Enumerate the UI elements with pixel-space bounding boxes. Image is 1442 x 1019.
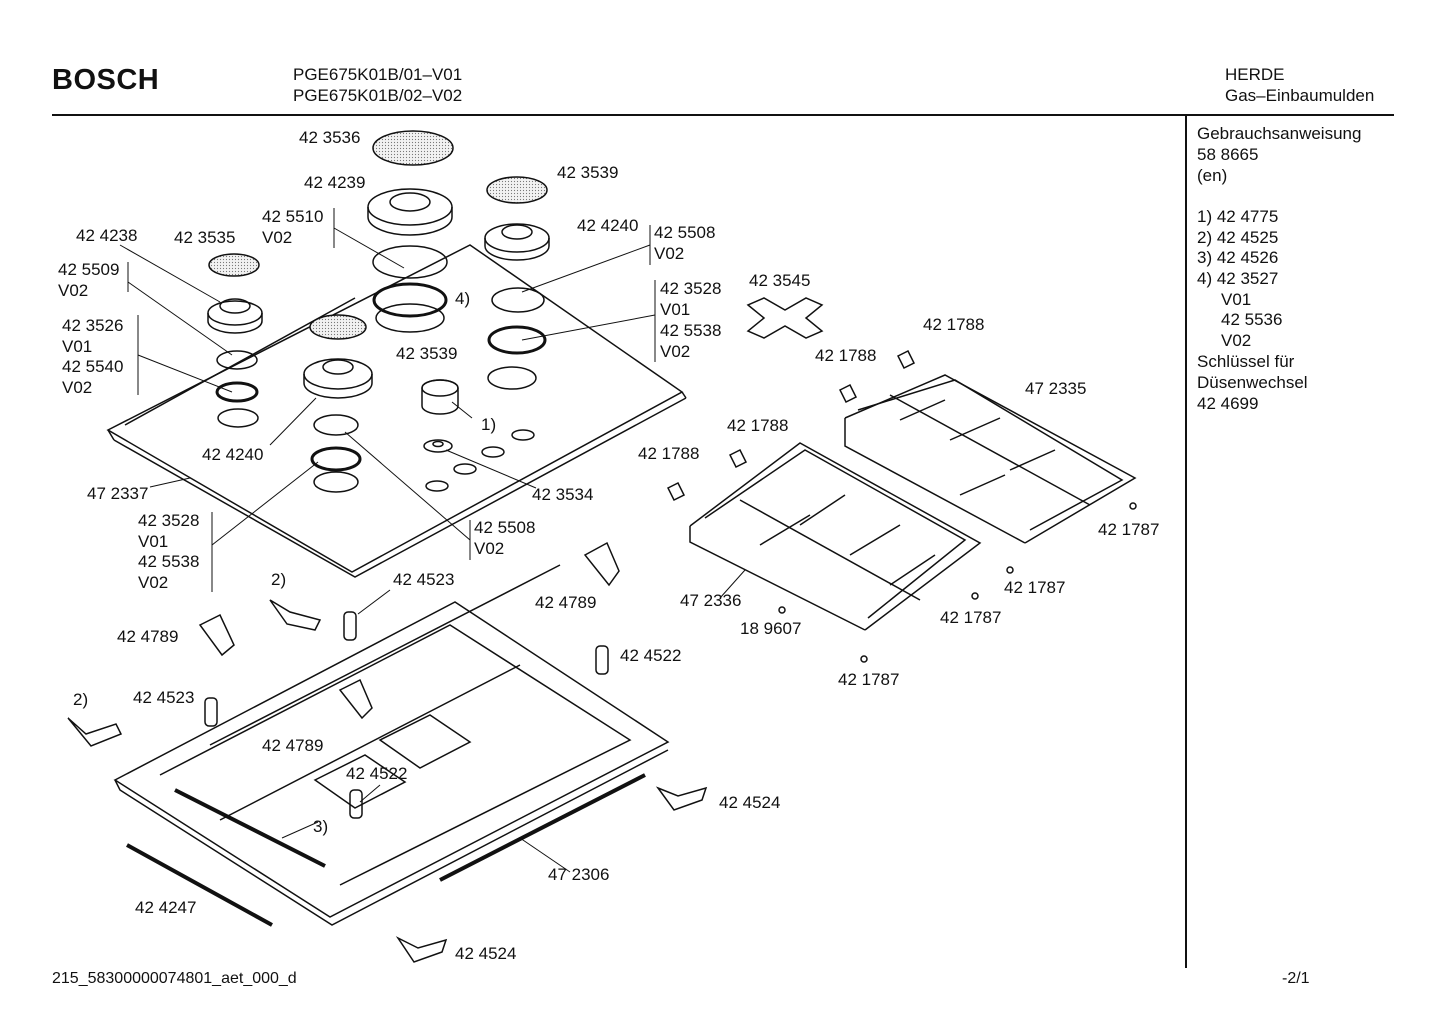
callout-label: 42 1787: [1098, 520, 1159, 539]
callout-label: 42 4240: [202, 445, 263, 464]
callout-label: 42 3545: [749, 271, 810, 290]
note-3: 3) 42 4526: [1197, 248, 1279, 267]
note-4-variant-2: V02: [1221, 331, 1252, 350]
model-number-2: PGE675K01B/02–V02: [293, 86, 463, 105]
callout-label: 42 4523: [393, 570, 454, 589]
callout-label: 42 4524: [455, 944, 516, 963]
note-2: 2) 42 4525: [1197, 228, 1279, 247]
callout-label: 42 4523: [133, 688, 194, 707]
burner-small: [207, 298, 263, 334]
note-4-part-2: 42 5536: [1221, 310, 1283, 329]
callout-label: 42 1788: [815, 346, 876, 365]
callout-label: 2): [73, 690, 88, 709]
callout-label: 42 3536: [299, 128, 360, 147]
key-part-number: 42 4699: [1197, 394, 1259, 413]
callout-label: 42 5538: [660, 321, 721, 340]
callout-label: 42 5540: [62, 357, 123, 376]
callout-label: 42 3534: [532, 485, 593, 504]
callout-label: V02: [654, 244, 684, 263]
callout-label: V02: [62, 378, 92, 397]
side-panel-divider: [1185, 116, 1187, 968]
note-4: 4) 42 3527: [1197, 269, 1279, 288]
brand-logo: BOSCH: [52, 64, 160, 96]
callout-label: 42 3528: [660, 279, 721, 298]
category-subtitle: Gas–Einbaumulden: [1225, 86, 1375, 105]
callout-label: V02: [474, 539, 504, 558]
callout-label: 42 5509: [58, 260, 119, 279]
callout-label: 42 4247: [135, 898, 196, 917]
burner-large: [367, 188, 453, 236]
callout-label: V02: [660, 342, 690, 361]
note-1: 1) 42 4775: [1197, 207, 1279, 226]
callout-label: 42 5538: [138, 552, 199, 571]
model-number-1: PGE675K01B/01–V01: [293, 65, 463, 84]
callout-label: 42 3539: [396, 344, 457, 363]
pan-support-right: [844, 374, 1137, 544]
callout-label: 42 1788: [923, 315, 984, 334]
callout-label: 3): [313, 817, 328, 836]
page-number: -2/1: [1282, 970, 1310, 987]
callout-label: 1): [481, 415, 496, 434]
callout-label: 42 4789: [535, 593, 596, 612]
callout-label: 47 2335: [1025, 379, 1086, 398]
callout-label: 42 5508: [474, 518, 535, 537]
note-4-variant-1: V01: [1221, 290, 1252, 309]
callout-label: V02: [262, 228, 292, 247]
manual-number: 58 8665: [1197, 145, 1259, 164]
callout-label: 42 1788: [638, 444, 699, 463]
manual-language: (en): [1197, 166, 1228, 185]
header-divider: [52, 114, 1394, 116]
key-label: Schlüssel für: [1197, 352, 1295, 371]
callout-label: 42 4789: [117, 627, 178, 646]
key-label-2: Düsenwechsel: [1197, 373, 1308, 392]
burner-medium-right: [484, 223, 550, 261]
callout-label: 42 1787: [940, 608, 1001, 627]
callout-label: 42 4239: [304, 173, 365, 192]
callout-label: 42 3539: [557, 163, 618, 182]
callout-label: 47 2336: [680, 591, 741, 610]
callout-label: V01: [660, 300, 690, 319]
callout-label: 42 5510: [262, 207, 323, 226]
callout-label: 42 5508: [654, 223, 715, 242]
callout-label: 42 1788: [727, 416, 788, 435]
callout-label: 4): [455, 289, 470, 308]
callout-label: 42 4789: [262, 736, 323, 755]
callout-label: 42 4522: [346, 764, 407, 783]
callout-labels: 42 3536 42 4239 42 3539 42 5510 V02 42 4…: [58, 128, 1159, 963]
callout-label: V01: [138, 532, 168, 551]
callout-label: 42 4522: [620, 646, 681, 665]
bottom-tray: [113, 564, 670, 926]
pan-support-left: [689, 442, 982, 631]
callout-label: V02: [58, 281, 88, 300]
manual-label: Gebrauchsanweisung: [1197, 124, 1362, 143]
document-id: 215_58300000074801_aet_000_d: [52, 970, 297, 987]
burner-medium-left: [303, 358, 373, 399]
callout-label: 42 4524: [719, 793, 780, 812]
exploded-parts-drawing: 42 3536 42 4239 42 3539 42 5510 V02 42 4…: [58, 128, 1159, 963]
callout-label: 42 4240: [577, 216, 638, 235]
category-title: HERDE: [1225, 65, 1285, 84]
callout-label: 18 9607: [740, 619, 801, 638]
callout-label: 47 2306: [548, 865, 609, 884]
callout-label: V02: [138, 573, 168, 592]
callout-label: 42 1787: [1004, 578, 1065, 597]
callout-label: 42 3528: [138, 511, 199, 530]
callout-label: 42 3535: [174, 228, 235, 247]
callout-label: 42 4238: [76, 226, 137, 245]
callout-label: 2): [271, 570, 286, 589]
callout-label: 47 2337: [87, 484, 148, 503]
callout-label: 42 1787: [838, 670, 899, 689]
callout-label: 42 3526: [62, 316, 123, 335]
callout-label: V01: [62, 337, 92, 356]
